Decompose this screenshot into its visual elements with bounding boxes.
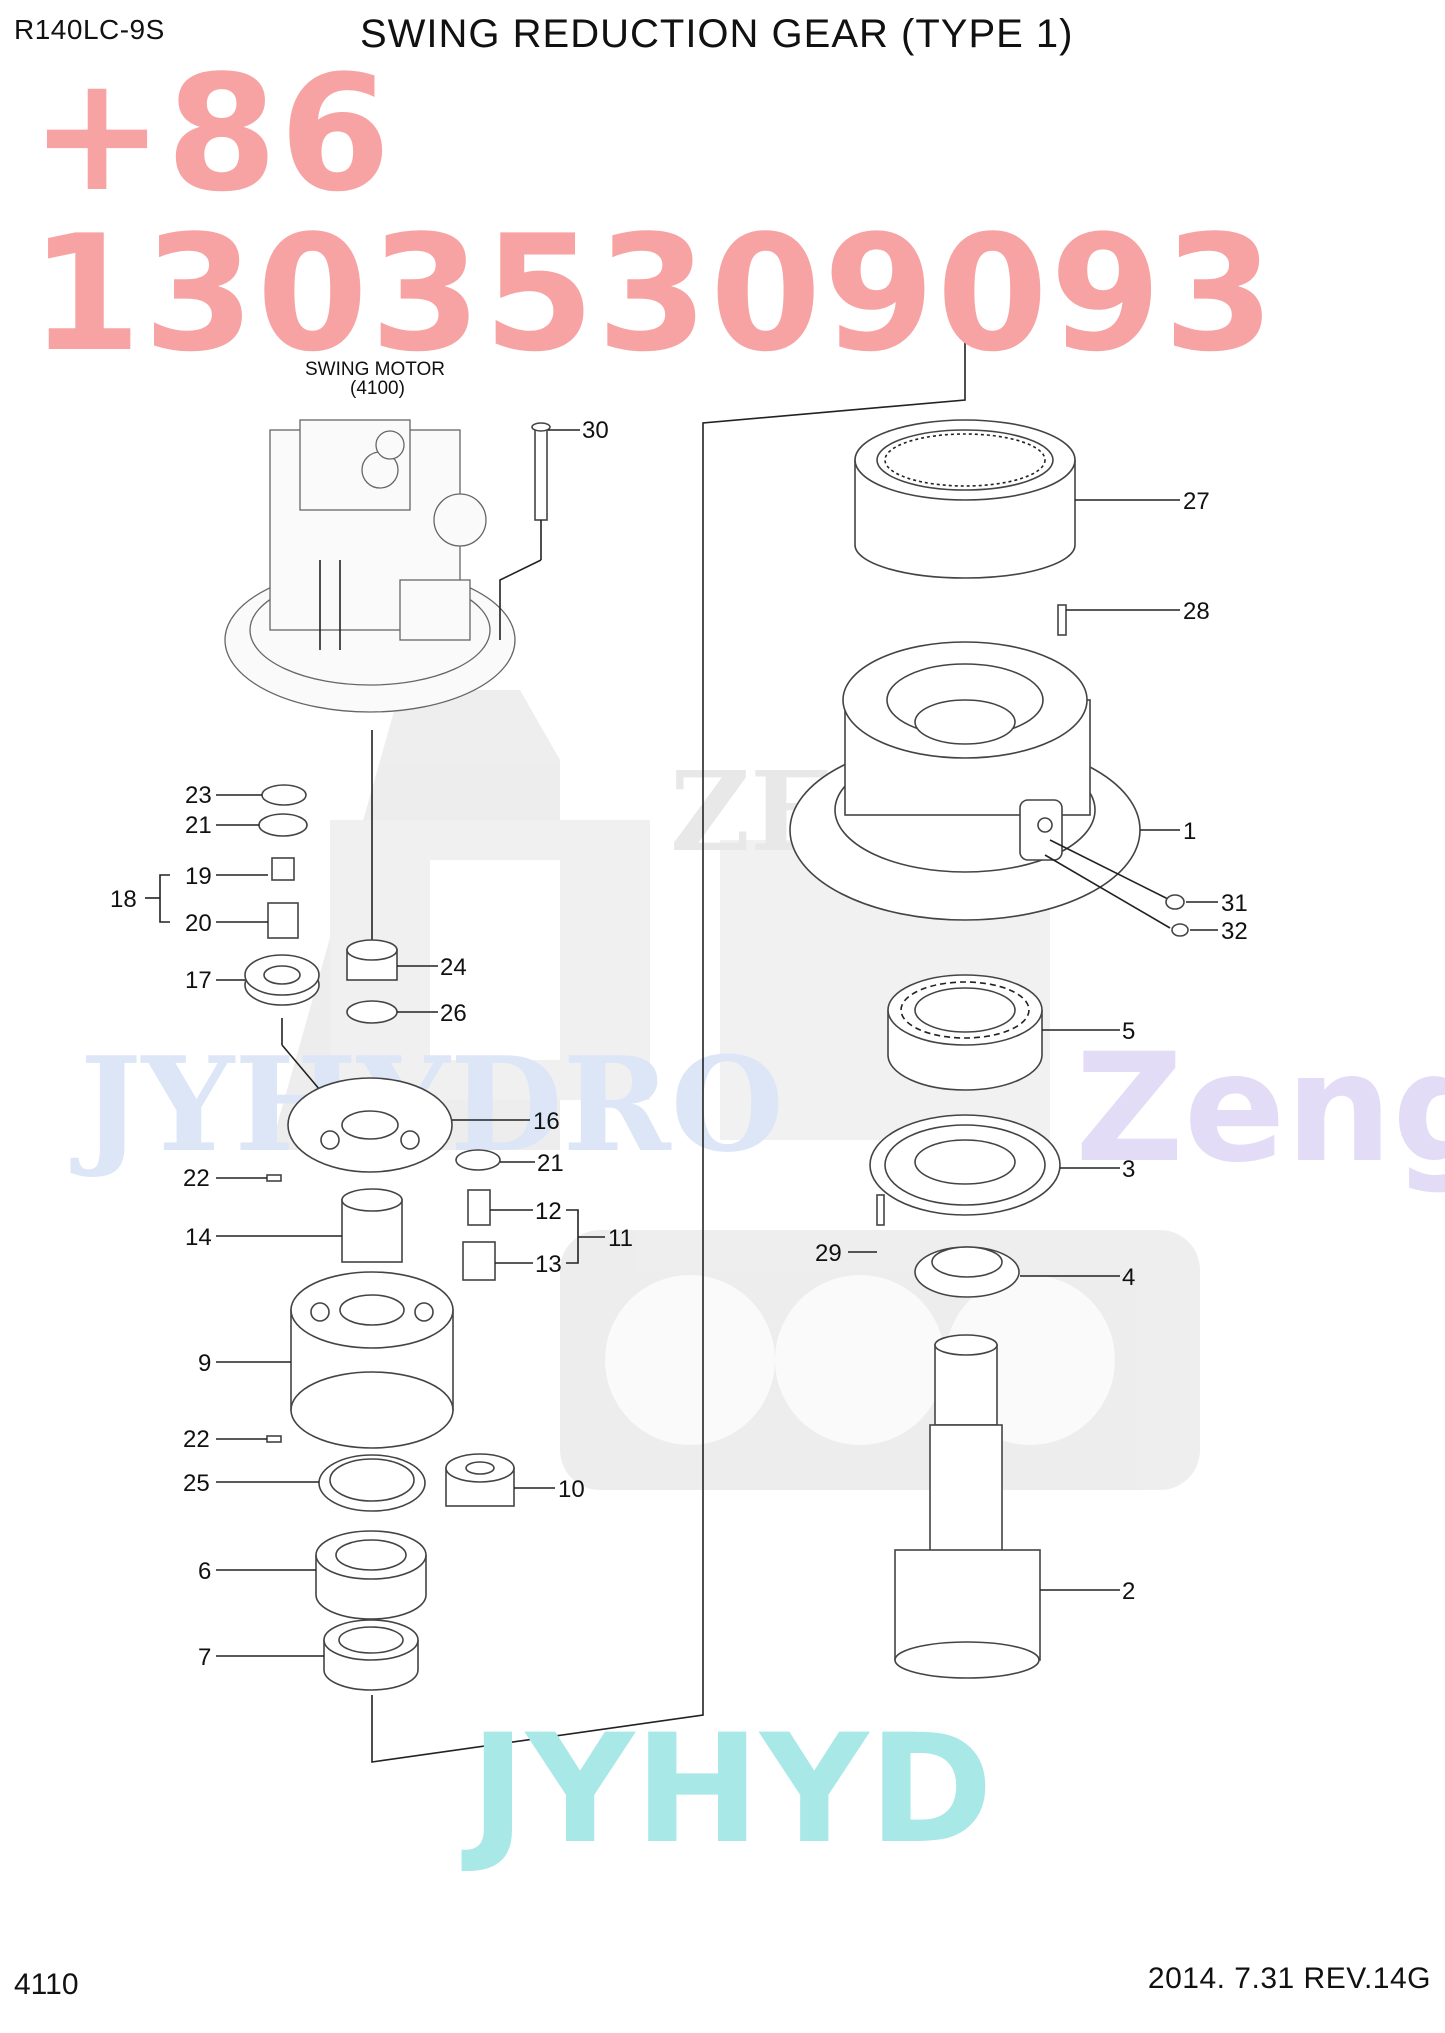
callout-16: 16: [533, 1108, 560, 1135]
callout-25: 25: [183, 1470, 210, 1497]
callout-18: 18: [110, 886, 137, 913]
callout-14: 14: [185, 1224, 212, 1251]
part-housing-1: [789, 641, 1141, 921]
part-bush-20: [267, 902, 299, 939]
part-cover-3: [869, 1114, 1061, 1216]
callout-24: 24: [440, 954, 467, 981]
part-ring-gear-27: [854, 419, 1076, 579]
part-planet-gear-10: [445, 1453, 515, 1507]
part-bolt-29: [876, 1194, 885, 1226]
part-pin-12: [467, 1189, 491, 1226]
part-plate-16: [287, 1077, 453, 1173]
callout-2: 2: [1122, 1578, 1135, 1605]
swing-motor-label: SWING MOTOR: [305, 359, 445, 380]
callout-27: 27: [1183, 488, 1210, 515]
part-carrier-9: [290, 1271, 454, 1449]
callout-31: 31: [1221, 890, 1248, 917]
part-seal-7: [323, 1619, 419, 1691]
page-number: 4110: [14, 1968, 79, 2001]
part-bearing-6: [315, 1530, 427, 1620]
callout-11: 11: [608, 1225, 633, 1252]
callout-29: 29: [815, 1240, 842, 1267]
part-pinion-shaft-2: [894, 1334, 1041, 1679]
callout-12: 12: [535, 1198, 562, 1225]
part-snap-ring-23: [261, 784, 307, 806]
part-plug-32: [1171, 923, 1189, 937]
explode-axis-frame: [371, 272, 966, 1763]
callout-9: 9: [198, 1350, 211, 1377]
callout-26: 26: [440, 1000, 467, 1027]
swing-motor-code: (4100): [350, 378, 405, 399]
page-title: SWING REDUCTION GEAR (TYPE 1): [360, 12, 1074, 56]
callout-23: 23: [185, 782, 212, 809]
model-code: R140LC-9S: [14, 14, 165, 45]
callout-7: 7: [198, 1644, 211, 1671]
callout-17: 17: [185, 967, 212, 994]
callout-22b: 22: [183, 1426, 210, 1453]
part-plug-31: [1165, 894, 1185, 910]
part-sun-gear-24: [346, 939, 398, 981]
part-washer-21b: [455, 1149, 501, 1171]
part-ring-26: [346, 1000, 398, 1024]
callout-30: 30: [582, 417, 609, 444]
part-washer-21: [258, 813, 308, 837]
part-bearing-5: [887, 974, 1043, 1091]
callout-4: 4: [1122, 1264, 1135, 1291]
callout-5: 5: [1122, 1018, 1135, 1045]
callout-10: 10: [558, 1476, 585, 1503]
callout-6: 6: [198, 1558, 211, 1585]
part-sun-gear-14: [341, 1188, 403, 1263]
part-bolt-30: [499, 422, 551, 640]
callout-28: 28: [1183, 598, 1210, 625]
part-pin-28: [1057, 604, 1067, 636]
callout-13: 13: [535, 1251, 562, 1278]
part-seal-4: [914, 1246, 1020, 1298]
callout-21b: 21: [537, 1150, 564, 1177]
phone-watermark: +86 13035309093: [30, 40, 1277, 387]
part-planet-gear-17: [244, 954, 320, 1006]
callout-32: 32: [1221, 918, 1248, 945]
callout-19: 19: [185, 863, 212, 890]
callout-20: 20: [185, 910, 212, 937]
callout-3: 3: [1122, 1156, 1135, 1183]
revision-date: 2014. 7.31 REV.14G: [1147, 1962, 1431, 1995]
part-spring-pin-22b: [266, 1435, 282, 1443]
swing-motor: [224, 419, 516, 713]
callout-1: 1: [1183, 818, 1196, 845]
faint-brand-watermark-2: Zeng: [1075, 1022, 1445, 1196]
part-pin-19: [271, 857, 295, 881]
part-spring-pin-22a: [266, 1174, 282, 1182]
brand-watermark: JYHYD: [470, 1703, 994, 1877]
callout-22a: 22: [183, 1165, 210, 1192]
callout-21a: 21: [185, 812, 212, 839]
part-bush-13: [462, 1241, 496, 1281]
